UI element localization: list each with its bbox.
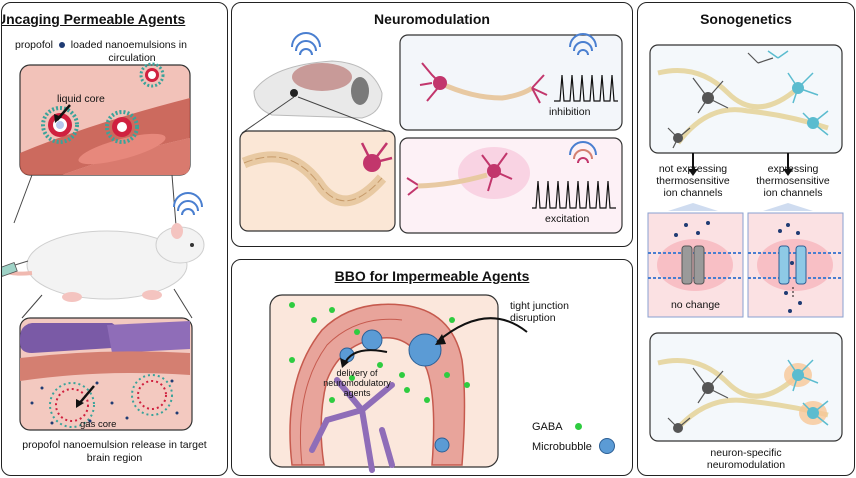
expressing-label-3: ion channels [763, 187, 823, 199]
gaba-dots [289, 302, 470, 403]
syringe-icon [2, 260, 29, 277]
excitation-label: excitation [545, 213, 590, 225]
legend-gaba-label: GABA [532, 421, 563, 433]
propofol-release-dots [30, 379, 179, 425]
tight-junction-label-2: disruption [510, 312, 556, 324]
mouse-head-illustration [253, 60, 383, 119]
axon-zoom-box [239, 130, 396, 232]
sono-illustration [647, 44, 844, 442]
expressing-label-2: thermosensitive [756, 175, 830, 187]
spike-train-inhibition [554, 74, 618, 102]
panel-uncaging-permeable-agents: Uncaging Permeable Agents propofol loade… [1, 2, 228, 476]
vessel-zoom-top [19, 64, 191, 176]
membrane-box-right [747, 212, 844, 318]
panel-title: Neuromodulation [374, 11, 490, 27]
neuron-network-bottom [649, 332, 843, 442]
panel-sonogenetics: Sonogenetics [637, 2, 855, 476]
panel-neuromodulation: Neuromodulation [231, 2, 633, 247]
microbubble-legend-icon [599, 438, 615, 454]
intro-text-line2: circulation [108, 52, 156, 64]
intro-text-line1: propofol loaded nanoemulsions in [15, 39, 225, 51]
left-illustration [2, 62, 205, 431]
panel-title: Uncaging Permeable Agents [1, 11, 186, 27]
not-expressing-label-3: ion channels [663, 187, 723, 199]
no-change-label: no change [670, 299, 721, 311]
ultrasound-waves-icon [569, 33, 597, 56]
panel-title: Sonogenetics [700, 11, 792, 27]
neuron-network-top [649, 44, 843, 154]
liquid-core-label: liquid core [57, 93, 105, 105]
neuron-illustration [419, 62, 548, 104]
tight-junction-label-1: tight junction [510, 300, 569, 312]
ultrasound-waves-icon [291, 32, 321, 56]
delivery-label-1: delivery of [336, 368, 378, 378]
gaba-legend-icon [575, 423, 582, 430]
inhibition-box [399, 33, 623, 131]
bbo-illustration [269, 294, 528, 473]
tight-junction-arrow [436, 317, 528, 343]
nanoemulsion-burst [49, 374, 173, 428]
intro-text-rest: loaded nanoemulsions in [70, 39, 187, 51]
propofol-dot-icon [58, 42, 65, 49]
membrane-box-left [647, 212, 744, 318]
not-expressing-label-1: not expressing [658, 163, 728, 175]
excitation-box [399, 137, 623, 234]
panel-title: BBO for Impermeable Agents [334, 268, 530, 284]
expressing-label-1: expressing [767, 163, 819, 175]
sono-caption-1: neuron-specific [710, 447, 782, 459]
neuromod-illustration [239, 32, 623, 234]
delivery-label-3: agents [343, 388, 371, 398]
nanoemulsion-droplet [139, 62, 165, 88]
vessel-zoom-bottom [19, 317, 193, 431]
gas-core-label: gas core [80, 419, 117, 430]
ultrasound-waves-icon [173, 192, 203, 216]
legend-microbubble-label: Microbubble [532, 441, 592, 453]
not-expressing-label-2: thermosensitive [656, 175, 730, 187]
left-caption-line2: brain region [86, 452, 143, 464]
astrocyte-process [309, 377, 395, 473]
sono-caption-2: neuromodulation [706, 459, 786, 471]
propofol-label: propofol [15, 39, 53, 51]
panel-bbo-impermeable-agents: BBO for Impermeable Agents [231, 259, 633, 476]
nanoemulsion-droplet [105, 110, 139, 144]
spike-train-excitation [532, 180, 616, 209]
delivery-label-2: neuromodulatory [323, 378, 391, 388]
left-caption-line1: propofol nanoemulsion release in target [22, 439, 207, 451]
inhibition-label: inhibition [549, 106, 591, 118]
ultrasound-waves-icon [569, 141, 597, 164]
